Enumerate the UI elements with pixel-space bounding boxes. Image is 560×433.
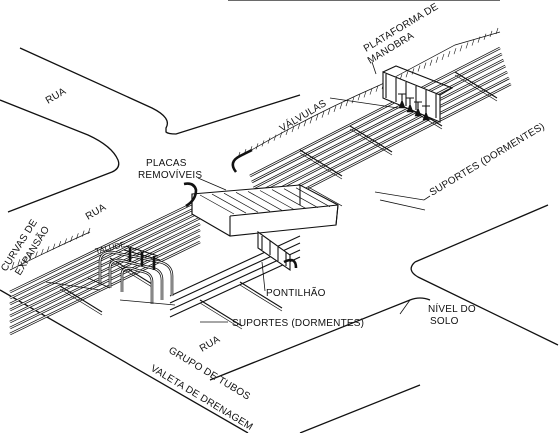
valve: [398, 99, 406, 109]
valve: [422, 111, 430, 121]
street-edge-right-curb: [414, 204, 549, 263]
label-placas-line2: REMOVÍVEIS: [138, 168, 202, 181]
street-edge-left-curb: [0, 99, 120, 213]
plate: [235, 191, 271, 212]
leader-lines: [45, 61, 431, 323]
street-edge-top-left: [19, 47, 301, 135]
plate: [283, 188, 319, 209]
plate: [271, 189, 307, 209]
sleeper: [299, 149, 343, 177]
pipe-left: [169, 256, 301, 318]
plate: [295, 187, 331, 208]
sleepers: [59, 71, 498, 330]
plate: [259, 190, 295, 210]
expansion-loop: [98, 245, 174, 304]
label-valvulas: VÁLVULAS: [277, 96, 329, 134]
plate: [223, 192, 259, 213]
street-edge-bottom: [0, 289, 249, 433]
street-edge-right-corner: [410, 261, 559, 346]
label-nivel-line1: NÍVEL DO: [428, 302, 476, 315]
label-nivel-line2: SOLO: [430, 316, 459, 327]
footbridge: [257, 230, 298, 272]
sleeper: [239, 281, 283, 309]
sleeper: [59, 285, 103, 313]
label-suportes-right-line1: SUPORTES (DORMENTES): [428, 121, 547, 199]
label-placas-line1: PLACAS: [146, 158, 187, 169]
valve: [414, 107, 422, 117]
label-pontilhao: PONTILHÃO: [266, 286, 326, 299]
plate: [247, 191, 283, 211]
plate: [199, 194, 235, 215]
trench-ends: [183, 148, 253, 208]
plate: [211, 193, 247, 214]
label-rua-mid: RUA: [84, 202, 108, 223]
sleeper: [349, 125, 393, 153]
label-rua-bottom: RUA: [198, 334, 222, 355]
label-rua-upper: RUA: [44, 86, 68, 107]
removable-plates: [191, 184, 343, 237]
valves: [398, 93, 430, 121]
street-edge-lower: [299, 384, 421, 433]
street-edge-bottom-right: [209, 297, 431, 381]
plate: [307, 186, 343, 207]
sleeper: [454, 71, 498, 99]
sleeper: [109, 257, 153, 285]
sleeper: [199, 299, 243, 327]
valve: [406, 103, 414, 113]
label-suportes-bottom: SUPORTES (DORMENTES): [232, 318, 364, 329]
